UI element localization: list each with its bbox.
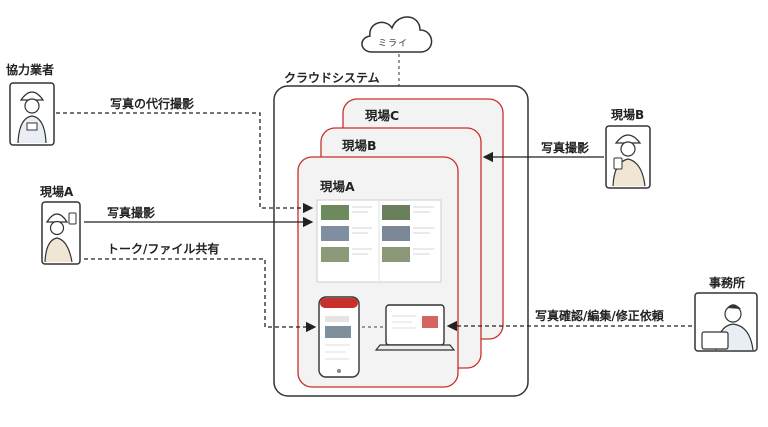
site-b-actor-label: 現場B [611,108,645,122]
office-actor-label: 事務所 [709,276,746,290]
office-worker-icon [694,292,758,352]
site-b-photo-label: 写真撮影 [541,141,590,155]
site-b-worker-icon [605,125,651,189]
partner-photo-arrow [56,112,314,214]
site-b-label: 現場B [342,138,377,153]
site-a-label: 現場A [320,179,355,194]
smartphone-icon [318,296,360,378]
site-a-talk-arrow [84,258,317,333]
partner-photo-label: 写真の代行撮影 [110,97,195,111]
cloud-icon [361,16,433,53]
system-title: クラウドシステム [284,71,380,85]
site-a-worker-icon [41,201,81,265]
site-c-label: 現場C [365,108,400,123]
office-request-label: 写真確認/編集/修正依頼 [535,309,664,323]
laptop-icon [374,304,456,351]
photo-document [316,199,442,283]
partner-actor-label: 協力業者 [6,63,55,77]
site-a-photo-label: 写真撮影 [107,206,156,220]
site-a-talk-label: トーク/ファイル共有 [107,242,220,256]
partner-worker-icon [9,82,55,146]
site-a-actor-label: 現場A [40,185,74,199]
cloud-label: ミライ [378,39,409,49]
